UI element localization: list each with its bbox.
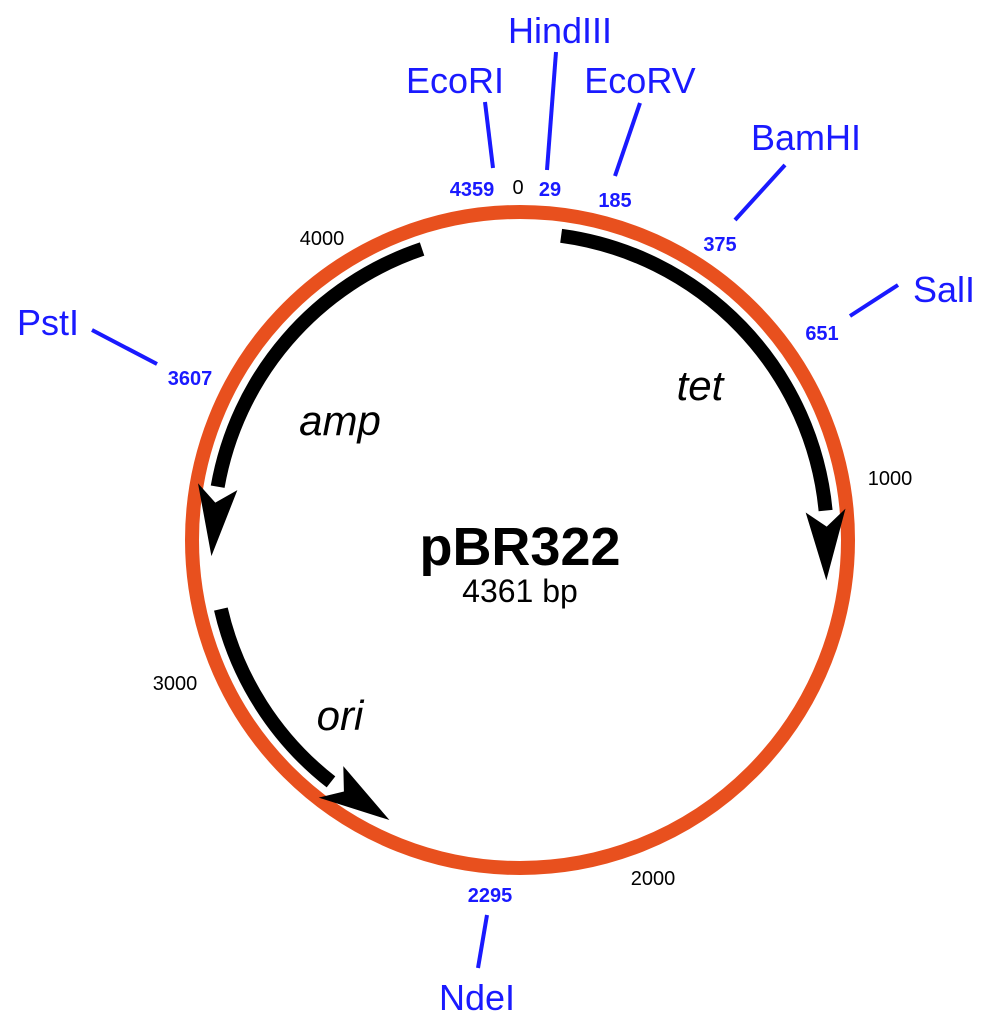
site-position-sali: 651 bbox=[805, 323, 838, 345]
plasmid-name: pBR322 bbox=[419, 517, 620, 577]
site-label-bamhi: BamHI bbox=[751, 117, 861, 158]
site-line-bamhi bbox=[733, 163, 787, 222]
site-position-ecori: 4359 bbox=[450, 179, 495, 201]
gene-label-tet: tet bbox=[677, 362, 726, 409]
plasmid-backbone-ring bbox=[185, 205, 855, 875]
site-label-psti: PstI bbox=[17, 302, 79, 343]
site-position-hindiii: 29 bbox=[539, 179, 561, 201]
site-label-sali: SalI bbox=[913, 269, 975, 310]
gene-arrowhead-tet bbox=[805, 508, 846, 581]
site-label-ndei: NdeI bbox=[439, 977, 515, 1018]
site-line-ecorv bbox=[613, 102, 642, 177]
site-line-ecori bbox=[483, 101, 495, 169]
site-line-hindiii bbox=[545, 51, 558, 171]
gene-arrow-ori bbox=[214, 607, 336, 788]
site-label-ecori: EcoRI bbox=[406, 60, 504, 101]
site-line-ndei bbox=[476, 914, 489, 969]
gene-label-amp: amp bbox=[299, 397, 381, 444]
tick-label-3000: 3000 bbox=[153, 673, 198, 695]
site-label-hindiii: HindIII bbox=[508, 10, 612, 51]
gene-arrow-amp bbox=[210, 242, 425, 488]
site-line-psti bbox=[91, 328, 158, 366]
site-label-ecorv: EcoRV bbox=[584, 60, 695, 101]
tick-label-1000: 1000 bbox=[868, 468, 913, 490]
site-position-psti: 3607 bbox=[168, 368, 213, 390]
tick-label-4000: 4000 bbox=[300, 228, 345, 250]
site-position-ecorv: 185 bbox=[598, 190, 631, 212]
plasmid-size: 4361 bp bbox=[462, 573, 578, 609]
gene-arrowhead-ori bbox=[318, 766, 390, 821]
gene-arrowhead-amp bbox=[197, 483, 238, 557]
site-position-bamhi: 375 bbox=[703, 234, 736, 256]
site-line-sali bbox=[848, 283, 900, 318]
tick-label-2000: 2000 bbox=[631, 868, 676, 890]
gene-label-ori: ori bbox=[317, 692, 365, 739]
site-position-ndei: 2295 bbox=[468, 885, 513, 907]
tick-label-0: 0 bbox=[512, 177, 523, 199]
gene-arrow-tet bbox=[560, 228, 833, 512]
